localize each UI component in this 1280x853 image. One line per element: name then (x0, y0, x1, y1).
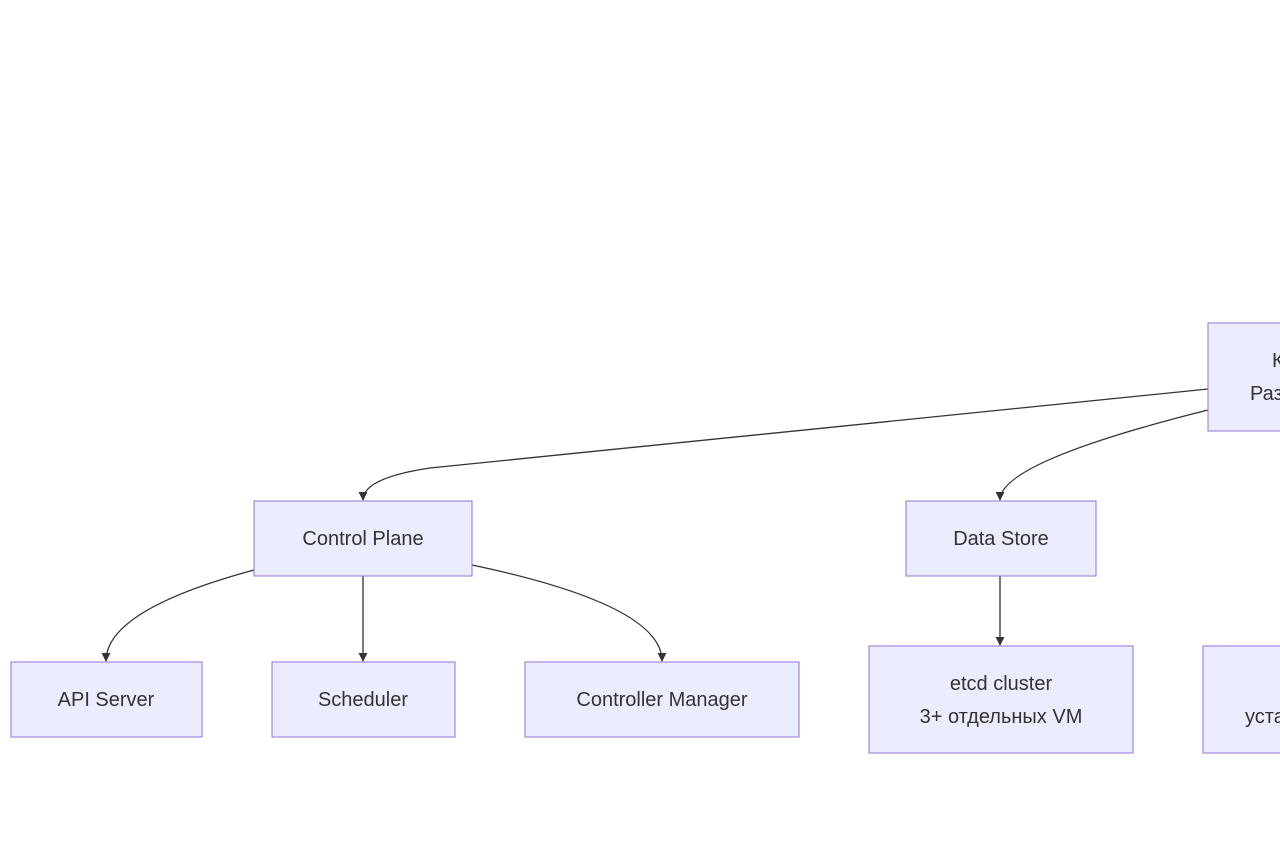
edge-root-control-plane (358, 388, 1209, 501)
edge-root-data-store (995, 409, 1209, 501)
edge-control-plane-api-server (101, 569, 255, 662)
svg-text:Data Store: Data Store (953, 528, 1049, 550)
edges (101, 388, 1209, 662)
svg-text:Scheduler: Scheduler (318, 689, 408, 711)
node-partial: уста (1202, 645, 1280, 754)
node-api-server: API Server (10, 661, 203, 738)
node-data-store: Data Store (905, 500, 1097, 577)
svg-text:etcd cluster: etcd cluster (950, 673, 1053, 695)
svg-text:уста: уста (1245, 706, 1280, 728)
node-scheduler: Scheduler (271, 661, 456, 738)
node-controller-manager: Controller Manager (524, 661, 800, 738)
node-control-plane: Control Plane (253, 500, 473, 577)
svg-text:Controller Manager: Controller Manager (576, 689, 748, 711)
node-root: К Раз (1207, 322, 1280, 432)
svg-text:API Server: API Server (58, 689, 155, 711)
svg-text:3+ отдельных VM: 3+ отдельных VM (920, 706, 1083, 728)
svg-text:К: К (1272, 350, 1280, 372)
svg-text:Control Plane: Control Plane (302, 528, 423, 550)
edge-control-plane-controller-manager (471, 564, 667, 662)
svg-text:Раз: Раз (1250, 383, 1280, 405)
node-etcd: etcd cluster 3+ отдельных VM (868, 645, 1134, 754)
